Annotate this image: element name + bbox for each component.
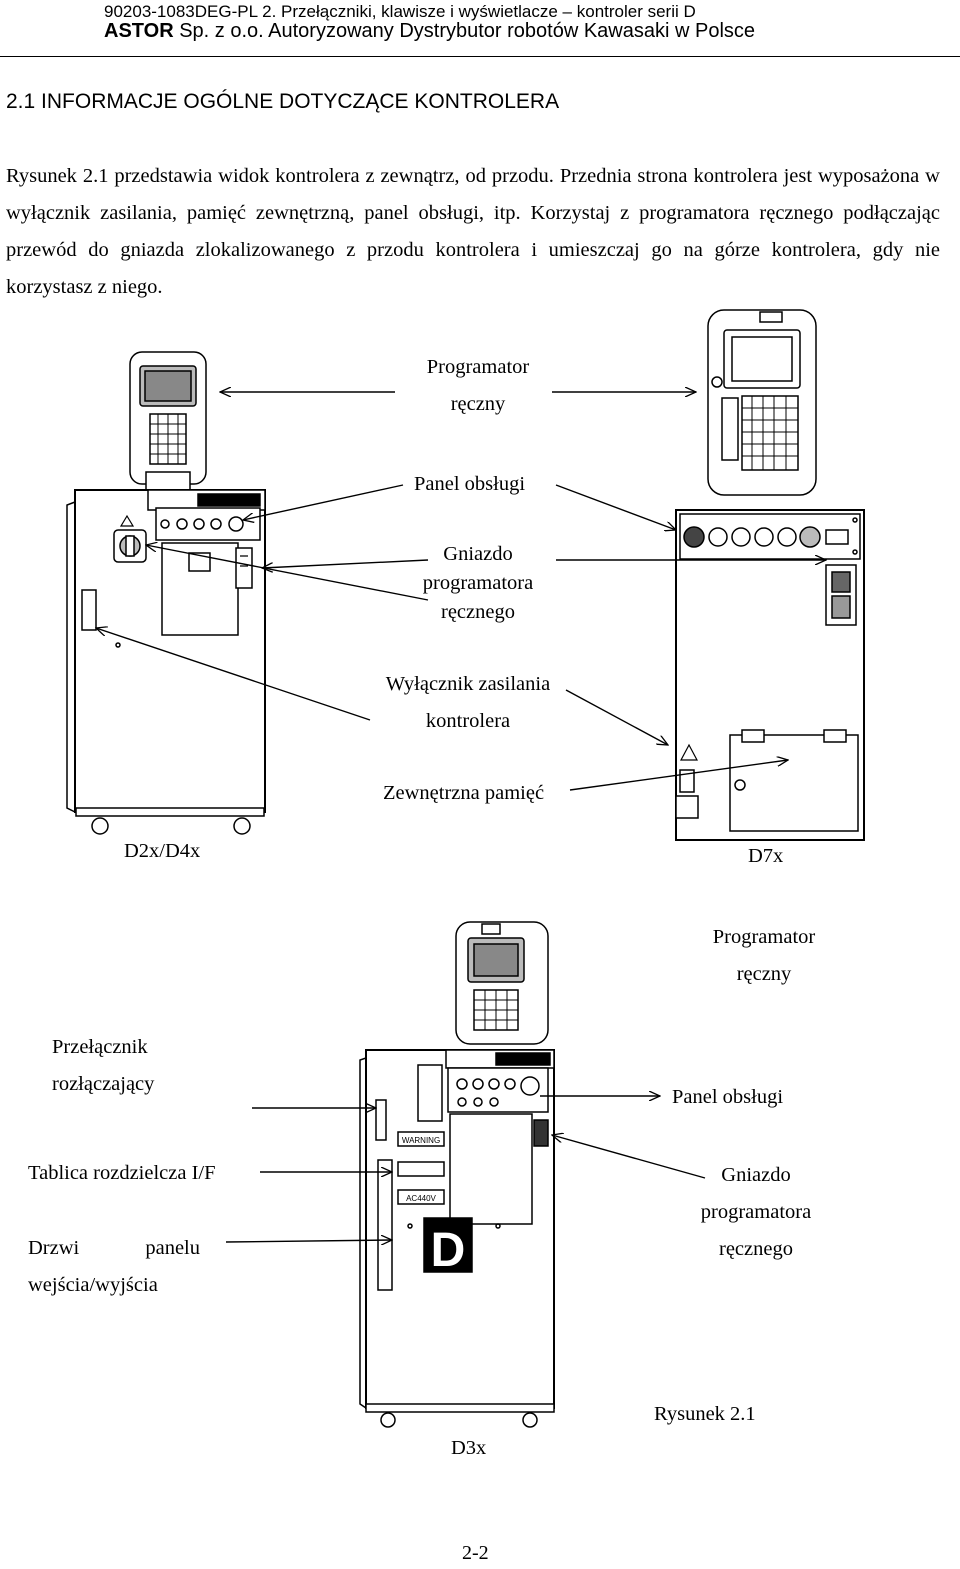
- label-gniazdo-bottom: Gniazdo programatora ręcznego: [676, 1157, 836, 1268]
- label-drzwi-word2: panelu: [145, 1237, 200, 1259]
- label-programator-bottom: Programator ręczny: [684, 919, 844, 993]
- label-drzwi-panelu: Drzwi panelu wejścia/wyjścia: [28, 1230, 200, 1304]
- label-przelacznik: Przełącznik rozłączający: [52, 1029, 154, 1103]
- label-programator-line1: Programator: [426, 356, 530, 378]
- label-panel-obslugi: Panel obsługi: [414, 473, 526, 495]
- d-logo-letter: D: [431, 1224, 466, 1277]
- callout-arrows: [96, 392, 826, 1242]
- label-model-d3x: D3x: [451, 1437, 487, 1459]
- voltage-plate-text: AC440V: [406, 1194, 436, 1203]
- label-wylacznik-line2: kontrolera: [425, 710, 511, 732]
- label-gniazdo-line2: programatora: [422, 572, 534, 594]
- controller-d7x-drawing: [675, 309, 865, 841]
- section-title: 2.1 INFORMACJE OGÓLNE DOTYCZĄCE KONTROLE…: [6, 90, 560, 113]
- label-wylacznik: Wyłącznik zasilania kontrolera: [368, 666, 568, 740]
- label-model-d2x: D2x/D4x: [124, 840, 201, 862]
- controller-d2x-drawing: [66, 351, 266, 835]
- header-doc-line: 90203-1083DEG-PL 2. Przełączniki, klawis…: [104, 2, 696, 21]
- label-drzwi-line2: wejścia/wyjścia: [28, 1274, 158, 1296]
- label-zewnetrzna-pamiec: Zewnętrzna pamięć: [383, 782, 545, 804]
- label-przelacznik-line1: Przełącznik: [52, 1036, 148, 1058]
- company-name: ASTOR: [104, 20, 174, 42]
- label-programator-bottom-line1: Programator: [712, 926, 816, 948]
- label-panel-obslugi-bottom: Panel obsługi: [672, 1086, 784, 1108]
- teach-pendant-left: [129, 351, 207, 491]
- label-programator-line2: ręczny: [450, 393, 506, 415]
- label-programator: Programator ręczny: [398, 349, 558, 423]
- label-gniazdo-bottom-line2: programatora: [700, 1201, 812, 1223]
- label-przelacznik-line2: rozłączający: [52, 1073, 155, 1095]
- label-gniazdo: Gniazdo programatora ręcznego: [398, 540, 558, 627]
- label-wylacznik-line1: Wyłącznik zasilania: [385, 673, 551, 695]
- label-gniazdo-line3: ręcznego: [441, 601, 515, 623]
- label-tablica-rozdzielcza: Tablica rozdzielcza I/F: [28, 1162, 216, 1184]
- page-number: 2-2: [462, 1542, 489, 1564]
- label-gniazdo-bottom-line3: ręcznego: [719, 1238, 793, 1260]
- teach-pendant-bottom: [455, 921, 549, 1045]
- label-drzwi-line1: Drzwi panelu: [28, 1230, 200, 1267]
- figure-caption: Rysunek 2.1: [654, 1403, 756, 1425]
- label-programator-bottom-line2: ręczny: [736, 963, 792, 985]
- intro-paragraph: Rysunek 2.1 przedstawia widok kontrolera…: [6, 165, 940, 298]
- header-rule: [0, 56, 960, 57]
- header-company-line: ASTOR Sp. z o.o. Autoryzowany Dystrybuto…: [104, 20, 755, 43]
- controller-d3x-drawing: [359, 921, 555, 1428]
- label-drzwi-word1: Drzwi: [28, 1237, 80, 1259]
- label-gniazdo-bottom-line1: Gniazdo: [721, 1164, 791, 1186]
- teach-pendant-right: [707, 309, 817, 496]
- label-model-d7x: D7x: [748, 845, 784, 867]
- warning-plate-text: WARNING: [402, 1136, 440, 1145]
- label-gniazdo-line1: Gniazdo: [443, 543, 513, 565]
- company-description: Sp. z o.o. Autoryzowany Dystrybutor robo…: [173, 20, 756, 42]
